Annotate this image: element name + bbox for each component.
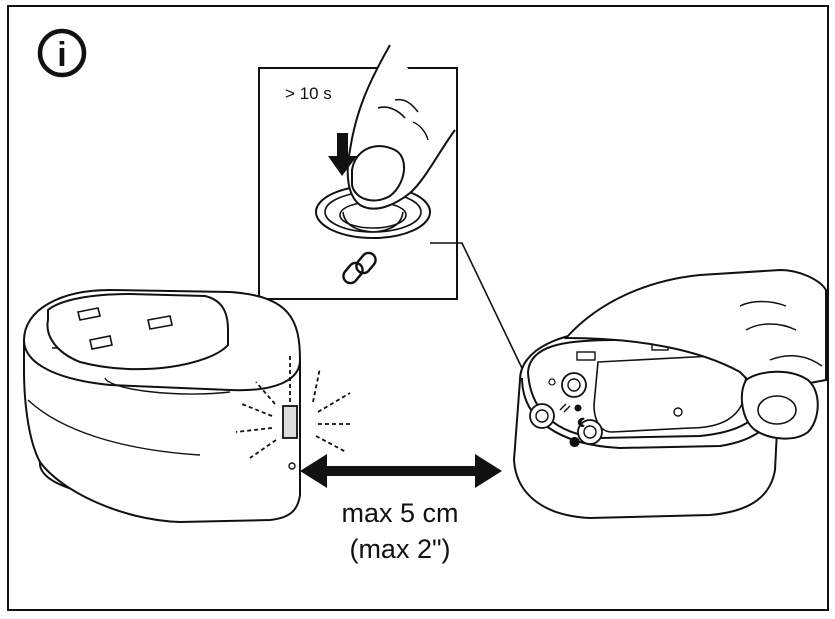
hand-illustration <box>563 268 827 440</box>
callout-line <box>430 242 544 413</box>
remote-device: ✺ ☾ <box>512 328 780 520</box>
info-circle-icon: i <box>37 28 87 78</box>
info-symbol: i <box>57 36 66 74</box>
distance-metric-label: max 5 cm <box>341 498 458 528</box>
inset-detail: > 10 s <box>258 44 458 300</box>
outer-border <box>7 5 829 611</box>
chain-link-icon <box>342 251 377 285</box>
finger-illustration <box>346 44 456 210</box>
moon-icon: ☾ <box>578 418 587 429</box>
down-arrow-icon <box>328 133 357 176</box>
smart-plug-device <box>23 288 301 524</box>
double-arrow-icon <box>300 454 502 488</box>
press-duration-label: > 10 s <box>285 84 332 103</box>
distance-imperial-label: (max 2") <box>349 534 450 564</box>
blink-rays <box>235 355 352 459</box>
sun-icon: ✺ <box>570 437 579 449</box>
